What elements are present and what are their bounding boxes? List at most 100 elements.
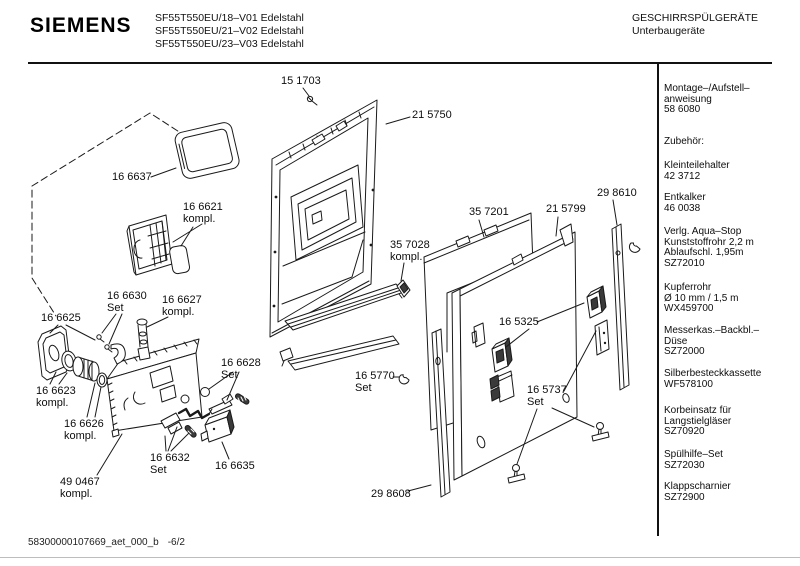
part-label-line: 29 8608 xyxy=(371,488,411,500)
part-label-166635: 16 6635 xyxy=(215,460,255,473)
sidebar-divider xyxy=(657,64,659,536)
seal-ring-small xyxy=(96,372,108,388)
sidebar-line: Kleinteilehalter xyxy=(664,160,730,171)
outer-panel-front xyxy=(451,223,578,481)
trim-strip-bottom xyxy=(431,328,451,498)
part-label-line: Set xyxy=(107,301,124,314)
door-sill-strip-upper xyxy=(284,283,405,331)
category-subtitle: Unterbaugeräte xyxy=(632,25,705,37)
sidebar-line: SZ70920 xyxy=(664,426,705,438)
part-label-line: Set xyxy=(527,395,544,408)
part-label-line: kompl. xyxy=(64,429,97,442)
part-label-line: 16 6635 xyxy=(215,460,255,472)
sidebar-line: Zubehör: xyxy=(664,136,705,147)
part-label-line: 16 5737 xyxy=(527,384,567,396)
document-id: 58300000107669_aet_000_b xyxy=(28,537,159,548)
detergent-tray xyxy=(126,214,173,276)
part-label-line: 16 6632 xyxy=(150,452,190,464)
sill-bracket-left xyxy=(279,347,294,367)
model-line-3: SF55T550EU/23–V03 Edelstahl xyxy=(155,38,304,50)
sidebar-line: 42 3712 xyxy=(664,170,701,182)
inner-door-panel xyxy=(269,99,378,338)
rinse-tube-166627 xyxy=(136,318,151,361)
part-label-215799: 21 5799 xyxy=(546,203,586,216)
part-label-line: 49 0467 xyxy=(60,476,100,488)
latch-bracket-right xyxy=(586,285,607,319)
door-sill-strip-lower xyxy=(287,335,400,371)
part-label-line: 16 6623 xyxy=(36,385,76,397)
cover-plate-166625 xyxy=(37,325,71,381)
part-label-line: 35 7201 xyxy=(469,206,509,218)
part-label-line: 16 6626 xyxy=(64,418,104,430)
part-label-line: 16 6628 xyxy=(221,357,261,369)
part-label-298610: 29 8610 xyxy=(597,187,637,200)
sidebar-line: 58 6080 xyxy=(664,104,701,116)
part-label-line: kompl. xyxy=(60,487,93,500)
trim-strip-right xyxy=(611,223,630,391)
ribbed-sleeve-166626 xyxy=(72,356,100,382)
page-number: -6/2 xyxy=(167,537,185,548)
sidebar-section-1: Zubehör: xyxy=(664,136,796,148)
part-label-298608: 29 8608 xyxy=(371,488,411,501)
part-label-line: kompl. xyxy=(36,396,69,409)
part-label-line: 16 6637 xyxy=(112,171,152,183)
sidebar-line: Kunststoffrohr 2,2 m xyxy=(664,236,754,248)
elbow-tube xyxy=(110,343,126,365)
sidebar-line: Ablaufschl. 1,95m xyxy=(664,247,744,259)
spring-166628 xyxy=(234,393,250,405)
sidebar-line: Verlg. Aqua–Stop xyxy=(664,226,742,237)
sidebar-line: Kupferrohr xyxy=(664,282,712,293)
part-label-165325: 16 5325 xyxy=(499,316,539,329)
screws-166630 xyxy=(96,334,113,353)
siemens-logo: SIEMENS xyxy=(30,14,132,37)
part-label-166637: 16 6637 xyxy=(112,171,152,184)
leveling-foot-left xyxy=(507,464,526,484)
sidebar-line: SZ72000 xyxy=(664,346,705,358)
door-window-frame xyxy=(174,122,240,179)
part-label-215750: 21 5750 xyxy=(412,109,452,122)
sidebar-line: Messerkas.–Backbl.– xyxy=(664,325,760,336)
category-title: GESCHIRRSPÜLGERÄTE xyxy=(632,12,759,24)
part-label-line: Set xyxy=(150,463,167,476)
header-divider xyxy=(28,62,772,64)
part-label-line: 21 5750 xyxy=(412,109,452,121)
zigzag-spring-166632 xyxy=(177,407,211,420)
tray-lid xyxy=(169,245,191,275)
part-label-line: kompl. xyxy=(162,305,195,318)
part-label-line: 16 6627 xyxy=(162,294,202,306)
model-line-1: SF55T550EU/18–V01 Edelstahl xyxy=(155,12,304,24)
part-label-357201: 35 7201 xyxy=(469,206,509,219)
sidebar-line: SZ72900 xyxy=(664,491,705,503)
sidebar-line: Düse xyxy=(664,335,688,347)
sidebar-line: Entkalker xyxy=(664,192,706,203)
category-block: GESCHIRRSPÜLGERÄTE Unterbaugeräte xyxy=(632,12,758,38)
sidebar-line: Ø 10 mm / 1,5 m xyxy=(664,292,739,304)
sidebar-line: WF578100 xyxy=(664,378,713,390)
door-screw xyxy=(306,95,318,106)
latch-bracket-left xyxy=(491,337,513,373)
leveling-foot-right xyxy=(591,422,610,442)
sidebar-line: Klappscharnier xyxy=(664,481,731,492)
part-label-line: 35 7028 xyxy=(390,239,430,251)
part-label-line: 21 5799 xyxy=(546,203,586,215)
model-list: SF55T550EU/18–V01 Edelstahl SF55T550EU/2… xyxy=(155,12,304,51)
hinge-hooks xyxy=(489,370,515,403)
